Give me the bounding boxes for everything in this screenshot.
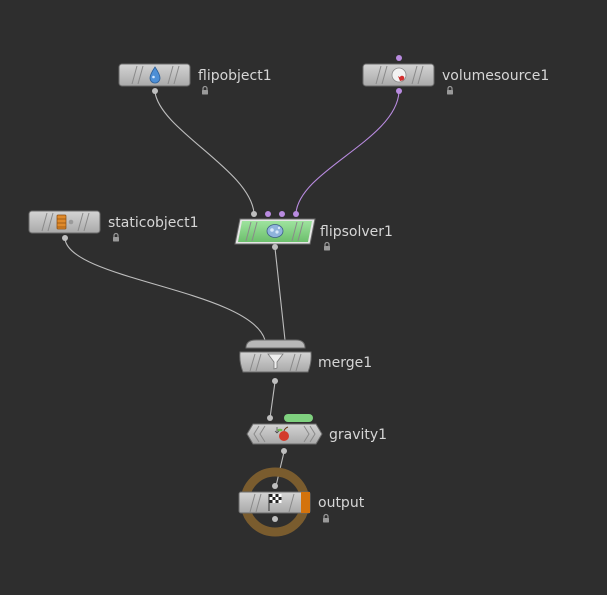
node-label: volumesource1 — [442, 68, 549, 84]
input-port[interactable] — [396, 55, 402, 61]
gravity-apple-icon — [274, 426, 289, 441]
wire-staticobject1-to-merge1[interactable] — [64, 238, 266, 341]
node-flipsolver1[interactable]: flipsolver1 — [234, 211, 393, 251]
node-staticobject1[interactable]: staticobject1 — [28, 210, 199, 242]
input-port[interactable] — [293, 211, 299, 217]
input-port[interactable] — [272, 483, 278, 489]
node-label: flipobject1 — [198, 68, 272, 84]
node-label: staticobject1 — [108, 215, 199, 231]
node-label: output — [318, 495, 365, 511]
node-output[interactable]: output — [238, 467, 365, 537]
input-port[interactable] — [279, 211, 285, 217]
node-flipobject1[interactable]: flipobject1 — [118, 63, 272, 95]
wire-volumesource1-to-flipsolver1[interactable] — [295, 91, 400, 214]
input-port[interactable] — [265, 211, 271, 217]
lock-icon — [447, 85, 453, 95]
output-port[interactable] — [272, 516, 278, 522]
node-label: gravity1 — [329, 427, 387, 443]
funnel-icon — [267, 353, 284, 370]
node-label: flipsolver1 — [320, 224, 393, 240]
node-label: merge1 — [318, 355, 372, 371]
static-object-icon — [56, 214, 74, 230]
node-volumesource1[interactable]: volumesource1 — [362, 55, 549, 95]
volume-source-icon — [391, 67, 407, 83]
output-port[interactable] — [272, 378, 278, 384]
output-port[interactable] — [152, 88, 158, 94]
output-port[interactable] — [62, 235, 68, 241]
node-merge1[interactable]: merge1 — [239, 339, 372, 384]
wire-merge1-to-gravity1[interactable] — [269, 381, 276, 419]
wire-flipsolver1-to-merge1[interactable] — [274, 247, 286, 341]
wire-flipobject1-to-flipsolver1[interactable] — [154, 91, 255, 214]
lock-icon — [324, 241, 330, 251]
lock-icon — [113, 232, 119, 242]
flip-solver-icon — [266, 224, 284, 238]
input-port[interactable] — [251, 211, 257, 217]
output-port[interactable] — [396, 88, 402, 94]
water-drop-icon — [149, 66, 161, 84]
node-gravity1[interactable]: gravity1 — [246, 414, 387, 454]
output-port[interactable] — [272, 244, 278, 250]
input-bar[interactable] — [245, 339, 306, 349]
lock-icon — [323, 513, 329, 523]
input-port[interactable] — [267, 415, 273, 421]
output-port[interactable] — [281, 448, 287, 454]
checkered-flag-icon — [268, 494, 282, 511]
lock-icon — [202, 85, 208, 95]
node-flag[interactable] — [284, 414, 313, 422]
display-flag[interactable] — [301, 492, 310, 513]
